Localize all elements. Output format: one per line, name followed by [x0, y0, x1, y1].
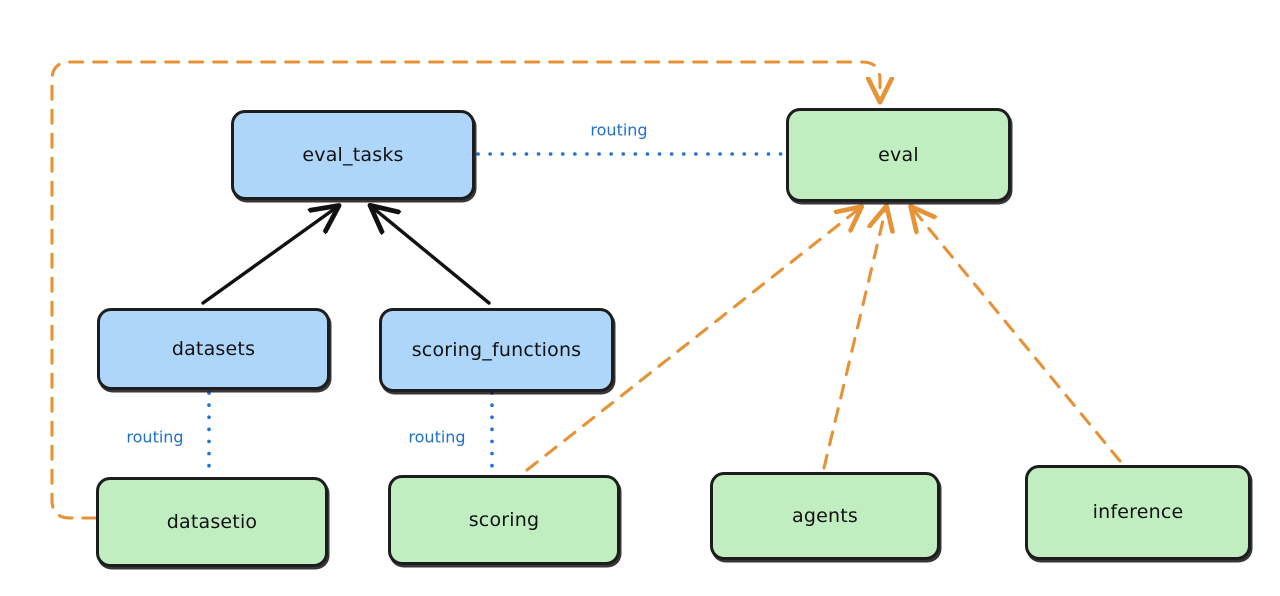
node-agents[interactable]: agents — [710, 472, 940, 560]
node-scoring-functions[interactable]: scoring_functions — [379, 308, 614, 392]
edge-scoring_functions-to-eval_tasks — [372, 207, 491, 305]
node-scoring[interactable]: scoring — [388, 475, 620, 565]
edge-label-routing-scoring-functions-scoring: routing — [408, 427, 466, 447]
edge-inference-to-eval — [912, 208, 1122, 463]
edge-label-routing-datasets-datasetio: routing — [126, 427, 184, 447]
edge-datasetio-to-eval — [50, 60, 880, 520]
node-label: eval — [878, 143, 919, 166]
node-label: datasetio — [166, 510, 258, 533]
edge-label-routing-eval-tasks-eval: routing — [590, 120, 648, 140]
node-datasets[interactable]: datasets — [97, 308, 330, 390]
node-label: inference — [1092, 501, 1184, 524]
edge-agents-to-eval — [822, 208, 886, 470]
node-label: eval_tasks — [302, 143, 404, 166]
node-eval[interactable]: eval — [786, 108, 1011, 202]
node-inference[interactable]: inference — [1025, 465, 1251, 560]
node-label: agents — [792, 504, 858, 527]
node-label: scoring — [468, 508, 540, 531]
node-datasetio[interactable]: datasetio — [96, 477, 328, 567]
edge-datasets-to-eval_tasks — [201, 207, 337, 305]
edge-scoring-to-eval — [525, 208, 860, 472]
node-label: scoring_functions — [411, 338, 582, 361]
node-eval-tasks[interactable]: eval_tasks — [231, 110, 475, 200]
node-label: datasets — [171, 337, 256, 360]
